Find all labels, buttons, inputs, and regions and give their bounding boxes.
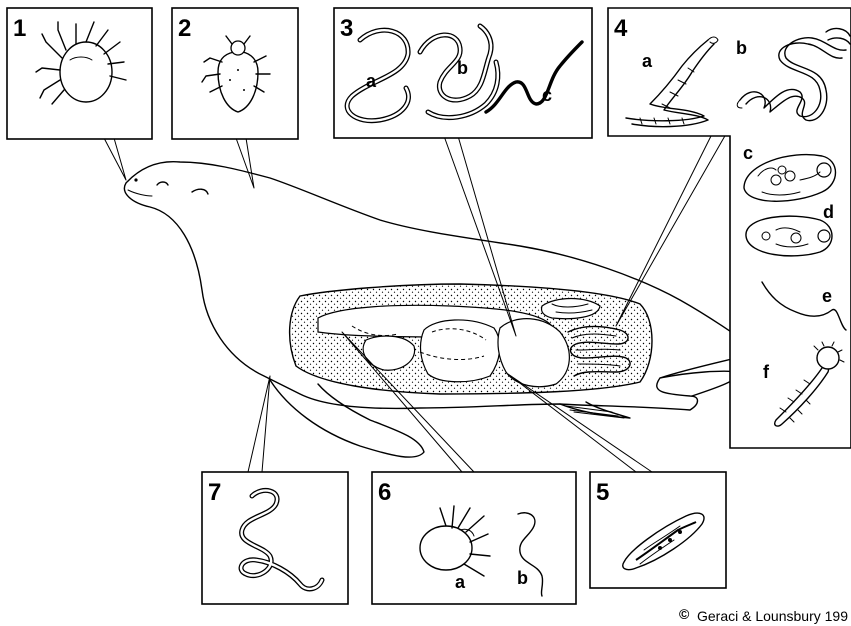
panel-4-label-c: c: [743, 143, 753, 163]
copyright-credit: © Geraci & Lounsbury 199: [679, 606, 848, 624]
panel-3-number: 3: [340, 15, 353, 42]
organ-cutaway: [290, 284, 652, 394]
panel-6-label-a: a: [455, 572, 466, 592]
panel-4-number: 4: [614, 15, 628, 42]
panel-4-label-f: f: [763, 362, 770, 382]
panel-2: 2: [172, 8, 298, 139]
panel-5-number: 5: [596, 479, 609, 506]
panel-3: 3 a b c: [334, 8, 592, 138]
panel-3-label-a: a: [366, 71, 377, 91]
panel-4-label-e: e: [822, 286, 832, 306]
panel-7: 7: [202, 472, 348, 604]
panel-3-label-b: b: [457, 58, 468, 78]
copyright-text: Geraci & Lounsbury 199: [697, 608, 848, 624]
panel-4-label-a: a: [642, 51, 653, 71]
panel-5: 5: [590, 472, 726, 588]
pointer-4: [616, 134, 726, 326]
panel-1-number: 1: [13, 15, 26, 42]
panel-3-label-c: c: [542, 85, 552, 105]
panel-6: 6 a b: [372, 472, 576, 604]
pointer-7: [248, 376, 270, 472]
copyright-symbol: ©: [679, 606, 690, 622]
fluke-d: [746, 216, 832, 256]
panel-4-label-b: b: [736, 38, 747, 58]
sea-lion-eye: [157, 182, 168, 185]
panel-4: 4 a b c d: [608, 8, 851, 448]
panel-6-label-b: b: [517, 568, 528, 588]
panel-2-number: 2: [178, 15, 191, 42]
panel-1: 1: [7, 8, 152, 139]
sea-lion-ear: [192, 189, 208, 194]
pointer-1: [104, 138, 126, 180]
panel-4-label-d: d: [823, 202, 834, 222]
panel-7-number: 7: [208, 479, 221, 506]
panel-6-number: 6: [378, 479, 391, 506]
pointer-2: [236, 138, 254, 188]
